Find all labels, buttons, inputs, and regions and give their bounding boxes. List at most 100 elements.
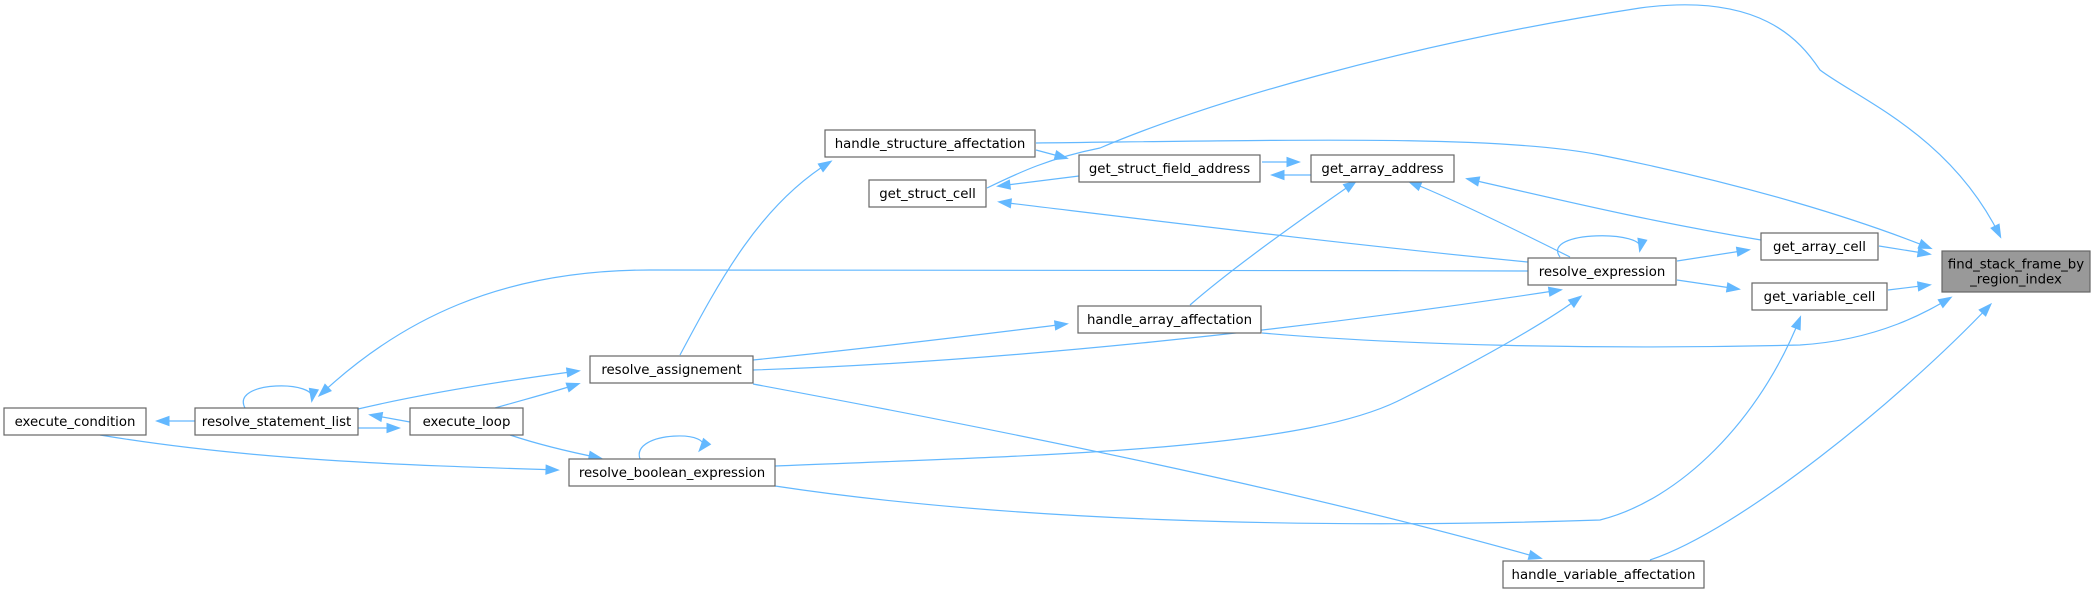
- arrowhead: [1637, 237, 1648, 253]
- arrowhead: [565, 367, 581, 378]
- node-resolve-assignement[interactable]: resolve_assignement: [589, 355, 754, 384]
- node-box: [1077, 305, 1262, 334]
- node-label: resolve_boolean_expression: [579, 466, 765, 481]
- edge-line: [357, 370, 579, 410]
- node-execute-condition[interactable]: execute_condition: [3, 407, 147, 436]
- node-label: get_struct_field_address: [1089, 162, 1250, 177]
- arrowhead: [386, 422, 401, 434]
- arrowhead: [317, 383, 332, 398]
- node-get-array-address[interactable]: get_array_address: [1310, 154, 1455, 183]
- edge-get_struct_field_address-to-get_array_address: [1262, 156, 1301, 168]
- node-label: resolve_assignement: [601, 363, 741, 378]
- edge-line: [752, 383, 1541, 559]
- nodes: find_stack_frame_by_region_index get_arra…: [3, 129, 2091, 589]
- edge-get_array_address-to-get_struct_field_address: [1270, 169, 1311, 181]
- node-label: get_array_address: [1321, 162, 1443, 177]
- edge-resolve_expression-to-get_variable_cell: [1676, 279, 1741, 293]
- edge-line: [1676, 249, 1749, 262]
- node-find-stack-frame[interactable]: find_stack_frame_by_region_index: [1941, 250, 2091, 293]
- node-label: execute_condition: [15, 415, 136, 430]
- node-handle-variable-affectation[interactable]: handle_variable_affectation: [1502, 560, 1705, 589]
- node-get-variable-cell[interactable]: get_variable_cell: [1751, 282, 1888, 311]
- edge-get_struct_cell-to-find_stack_frame: [986, 4, 2002, 239]
- edge-resolve_assignement-to-resolve_expression: [752, 286, 1563, 371]
- arrowhead: [1990, 223, 2002, 239]
- edge-handle_variable_affectation-to-find_stack_frame: [1649, 302, 1993, 561]
- edge-resolve_statement_list-to-resolve_assignement: [357, 367, 581, 410]
- node-handle-array-affectation[interactable]: handle_array_affectation: [1077, 305, 1262, 334]
- arrowhead: [1527, 549, 1543, 560]
- arrowhead: [1053, 150, 1069, 161]
- node-get-struct-cell[interactable]: get_struct_cell: [868, 179, 987, 208]
- node-label: execute_loop: [423, 415, 511, 430]
- arrowhead: [1342, 180, 1358, 193]
- arrowhead: [996, 179, 1012, 190]
- edge-line: [679, 161, 831, 356]
- edge-resolve_statement_list-to-execute_loop: [358, 422, 401, 434]
- arrowhead: [1270, 169, 1285, 181]
- arrowhead: [997, 198, 1013, 209]
- node-resolve-boolean-expression[interactable]: resolve_boolean_expression: [568, 458, 776, 487]
- node-label: find_stack_frame_by: [1948, 258, 2084, 273]
- edge-line: [1467, 178, 1762, 241]
- node-label: get_array_cell: [1773, 240, 1866, 255]
- arrowhead: [155, 415, 170, 427]
- node-get-array-cell[interactable]: get_array_cell: [1760, 232, 1879, 261]
- arrowhead: [1790, 315, 1802, 331]
- node-box: [1751, 282, 1888, 311]
- node-box: [1760, 232, 1879, 261]
- edge-resolve_expression-to-get_struct_cell: [997, 198, 1529, 263]
- node-box: [568, 458, 776, 487]
- edge-execute_condition-to-resolve_boolean_expression: [99, 434, 560, 475]
- edge-line: [1035, 139, 1931, 249]
- edge-resolve_statement_list-to-resolve_statement_list: [242, 385, 320, 409]
- edge-get_array_cell-to-find_stack_frame: [1878, 245, 1932, 258]
- arrowhead: [698, 437, 712, 453]
- arrowhead: [308, 387, 320, 403]
- edge-line: [1649, 304, 1991, 561]
- edge-handle_array_affectation-to-get_array_address: [1189, 180, 1358, 306]
- node-label: get_struct_cell: [879, 187, 976, 202]
- edge-resolve_assignement-to-handle_array_affectation: [752, 320, 1069, 361]
- node-resolve-expression[interactable]: resolve_expression: [1527, 257, 1677, 286]
- edge-get_struct_field_address-to-get_struct_cell: [996, 175, 1080, 190]
- edge-resolve_expression-to-get_array_cell: [1676, 246, 1751, 262]
- edges: [99, 4, 2002, 561]
- arrowhead: [1053, 320, 1069, 331]
- node-execute-loop[interactable]: execute_loop: [409, 407, 524, 436]
- node-handle-structure-affectation[interactable]: handle_structure_affectation: [824, 129, 1036, 158]
- node-resolve-statement-list[interactable]: resolve_statement_list: [194, 407, 359, 436]
- node-label: handle_array_affectation: [1087, 313, 1252, 328]
- edge-handle_structure_affectation-to-find_stack_frame: [1035, 139, 1933, 250]
- edge-resolve_expression-to-resolve_statement_list: [317, 269, 1529, 398]
- arrowhead: [1465, 176, 1481, 187]
- edge-line: [509, 434, 601, 459]
- edge-resolve_assignement-to-handle_structure_affectation: [679, 160, 833, 356]
- node-box: [409, 407, 524, 436]
- arrowhead: [1937, 296, 1953, 309]
- node-box: [1502, 560, 1705, 589]
- edge-resolve_expression-to-get_array_address: [1407, 180, 1571, 258]
- edge-line: [319, 269, 1529, 396]
- edge-line: [1189, 181, 1356, 306]
- edge-handle_array_affectation-to-find_stack_frame: [1261, 296, 1953, 348]
- edge-line: [242, 385, 313, 409]
- arrowhead: [1286, 156, 1301, 168]
- arrowhead: [565, 382, 581, 393]
- node-get-struct-field-address[interactable]: get_struct_field_address: [1078, 154, 1261, 183]
- arrowhead: [1547, 286, 1563, 297]
- node-box: [589, 355, 754, 384]
- edge-execute_loop-to-resolve_assignement: [494, 382, 581, 409]
- arrowhead: [1916, 281, 1932, 292]
- edge-line: [774, 296, 1581, 467]
- edge-resolve_statement_list-to-execute_condition: [155, 415, 195, 427]
- edge-get_variable_cell-to-find_stack_frame: [1887, 281, 1932, 292]
- edge-resolve_boolean_expression-to-get_variable_cell: [774, 315, 1802, 525]
- node-label: get_variable_cell: [1764, 290, 1876, 305]
- edge-line: [1556, 235, 1641, 258]
- arrowhead: [817, 160, 833, 173]
- edge-line: [1409, 181, 1571, 258]
- node-box: [3, 407, 147, 436]
- node-box: [194, 407, 359, 436]
